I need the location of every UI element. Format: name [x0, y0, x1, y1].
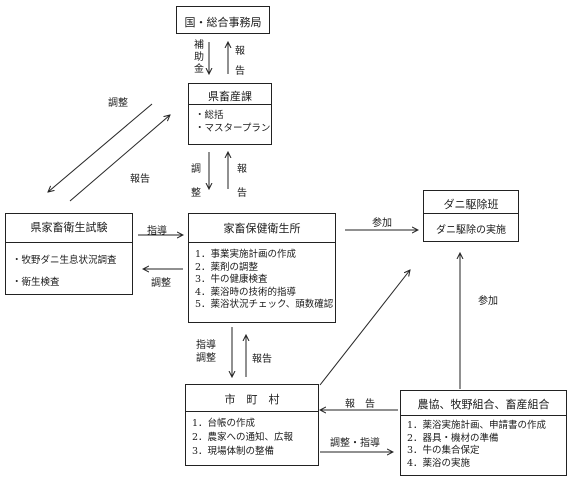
node-prefecture-livestock: 県畜産課 ・総括 ・マスタープラン	[188, 83, 272, 145]
arrow-report-to-prefecture	[69, 115, 170, 202]
node-item: ・マスタープラン	[195, 122, 271, 134]
node-item: 2．薬剤の調整	[195, 261, 259, 273]
label-report-from-municipality: 報告	[252, 354, 272, 365]
node-test-station-title: 県家畜衛生試験	[30, 221, 108, 234]
label-subsidy: 補助金	[194, 40, 204, 75]
node-item: 5．薬浴状況チェック、頭数確認	[195, 299, 334, 310]
node-health-center: 家畜保健衛生所 1．事業実施計画の作成 2．薬剤の調整 3．牛の健康検査 4．薬…	[188, 213, 336, 323]
node-item: ・総括	[195, 110, 224, 121]
label-guide-adjust-down: 指導調整	[196, 340, 216, 364]
label-adjust-back: 調整	[151, 278, 171, 289]
label-guidance: 指導	[147, 226, 167, 237]
label-adjust-to-prefecture: 調整	[108, 98, 128, 109]
node-mite-team: ダニ駆除班 ダニ駆除の実施	[423, 190, 519, 242]
node-prefecture-livestock-title: 県畜産課	[208, 90, 252, 103]
node-item: 2．農家への通知、広報	[192, 432, 294, 443]
label-report-from-cooperatives: 報 告	[345, 399, 375, 410]
node-national-title: 国・総合事務局	[184, 16, 262, 29]
node-item: 1．事業実施計画の作成	[195, 249, 297, 260]
divider	[401, 415, 566, 416]
node-item: 2．器具・機材の準備	[407, 432, 499, 444]
divider	[189, 104, 271, 105]
node-cooperatives: 農協、牧野組合、畜産組合 1．薬浴実施計画、申請書の作成 2．器具・機材の準備 …	[400, 390, 567, 476]
node-mite-team-title: ダニ駆除班	[443, 198, 499, 211]
label-participate-right: 参加	[478, 296, 498, 307]
node-prefecture-test-station: 県家畜衛生試験 ・牧野ダニ生息状況調査 ・衛生検査	[5, 213, 133, 295]
label-adjust-guide-to-cooperatives: 調整・指導	[330, 438, 380, 449]
node-item: ・牧野ダニ生息状況調査	[12, 255, 117, 266]
label-report-up: 報告	[237, 164, 247, 199]
node-health-center-title: 家畜保健衛生所	[223, 222, 301, 235]
node-item: 1．薬浴実施計画、申請書の作成	[407, 420, 547, 431]
node-item: 4．薬浴の実施	[407, 457, 471, 469]
divider	[6, 242, 132, 243]
node-item: 3．現場体制の整備	[192, 446, 275, 457]
node-item: ・衛生検査	[12, 277, 60, 288]
node-mite-team-item: ダニ駆除の実施	[436, 225, 506, 236]
label-adjust-down: 調整	[191, 164, 201, 199]
divider	[189, 242, 335, 243]
label-participate-top: 参加	[372, 218, 392, 229]
label-report-to-national: 報告	[235, 46, 245, 77]
divider	[186, 411, 318, 412]
node-municipality-title: 市 町 村	[224, 393, 280, 406]
node-item: 1．台帳の作成	[192, 418, 256, 429]
node-item: 4．薬浴時の技術的指導	[195, 286, 297, 298]
node-municipality: 市 町 村 1．台帳の作成 2．農家への通知、広報 3．現場体制の整備	[185, 384, 319, 466]
label-report-from-test-station: 報告	[130, 174, 150, 185]
divider	[424, 213, 518, 214]
arrow-municipality-participate	[319, 270, 410, 386]
node-item: 3．牛の集合保定	[407, 445, 480, 456]
arrow-adjust-to-test	[48, 103, 153, 192]
node-cooperatives-title: 農協、牧野組合、畜産組合	[417, 398, 550, 411]
node-item: 3．牛の健康検査	[195, 274, 268, 285]
node-national: 国・総合事務局	[176, 6, 270, 34]
